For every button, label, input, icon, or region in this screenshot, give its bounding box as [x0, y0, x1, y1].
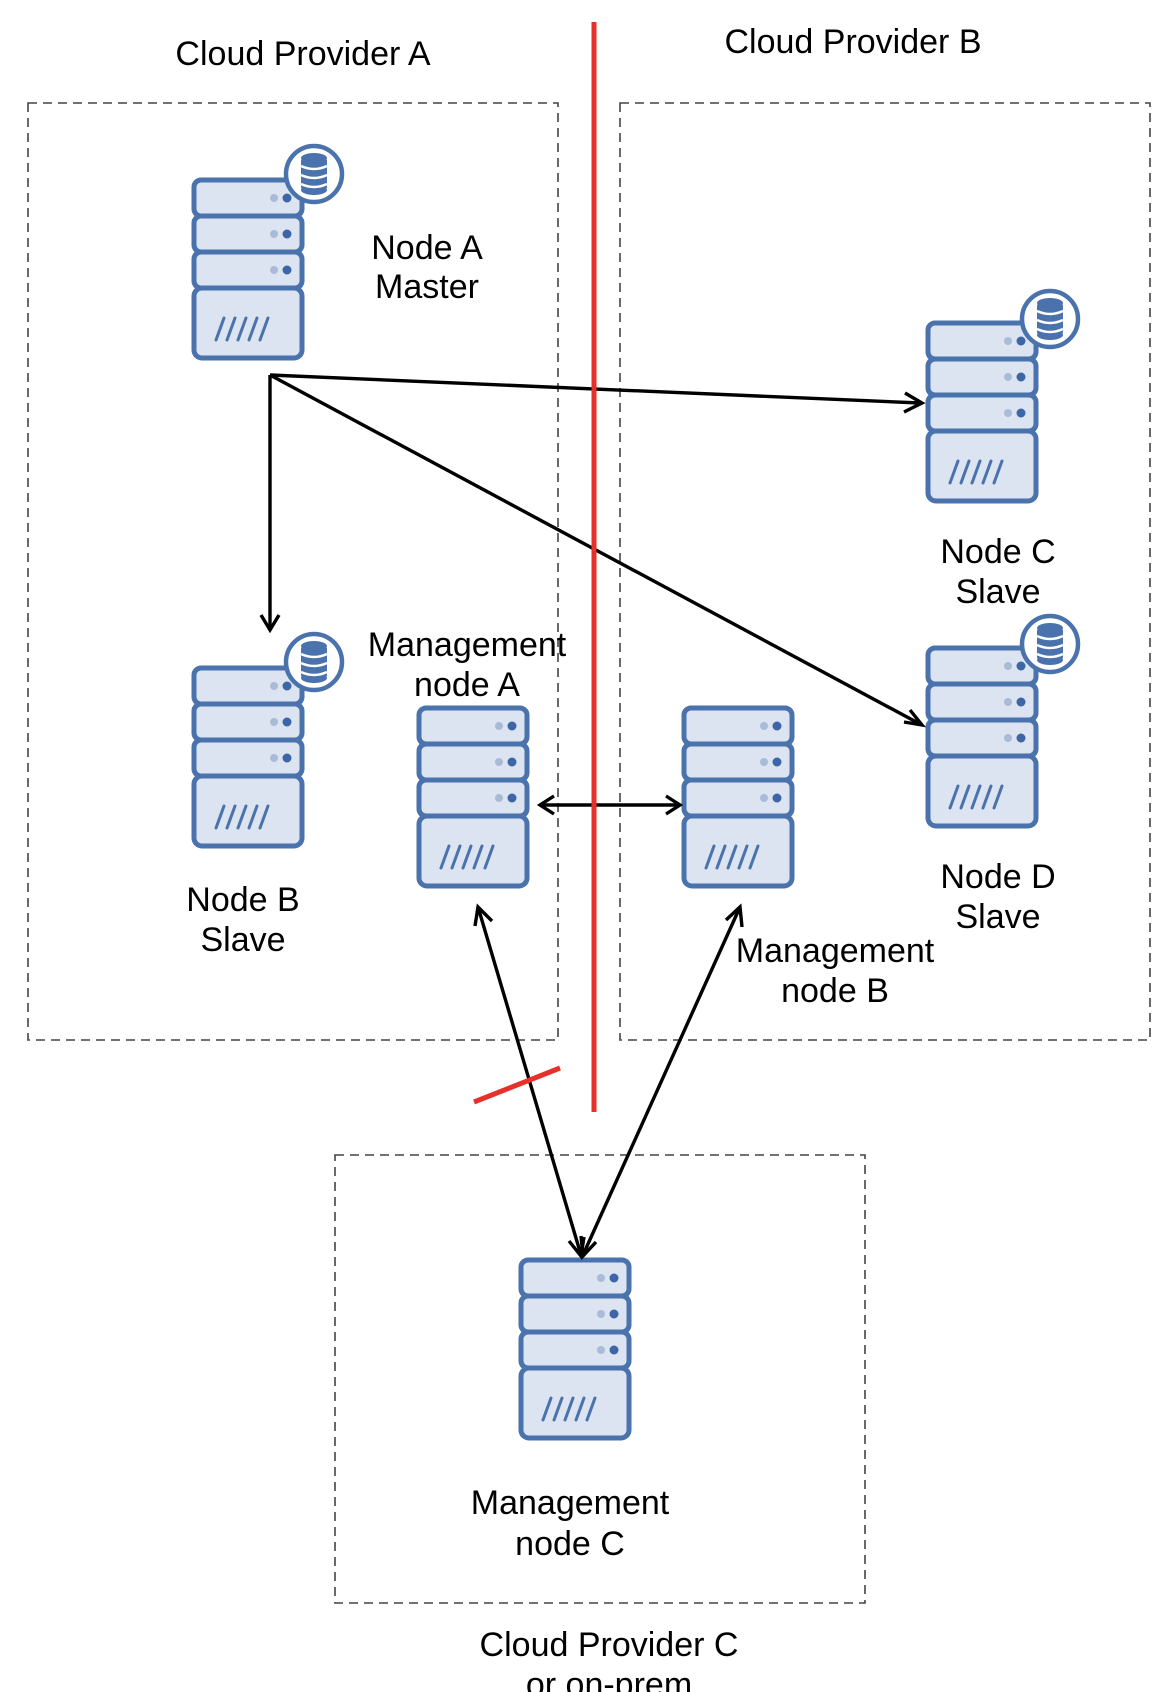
region-label-provider-c-sub: or on-prem: [526, 1666, 692, 1692]
node-a-name: Node A: [371, 229, 483, 267]
node-b-database-icon: [286, 634, 342, 690]
mgmt-a-label-line1: Management: [368, 626, 567, 664]
mgmt-c-label-line2: node C: [515, 1525, 625, 1563]
region-box-provider-b: [619, 102, 1151, 1041]
arrowhead-mgmt-a-up: [473, 903, 494, 927]
region-label-provider-a: Cloud Provider A: [175, 35, 430, 73]
mgmt-c-label-line1: Management: [471, 1484, 670, 1522]
region-label-provider-b: Cloud Provider B: [724, 23, 981, 61]
region-label-provider-c: Cloud Provider C: [480, 1626, 739, 1664]
node-b-name: Node B: [186, 881, 299, 919]
mgmt-a-label-line2: node A: [414, 666, 520, 704]
arrowhead-node-b: [259, 614, 281, 634]
mgmt-a-server-icon: [419, 708, 527, 886]
node-d-role: Slave: [955, 898, 1040, 936]
arrowhead-node-d: [903, 708, 927, 728]
mgmt-b-label-line1: Management: [736, 932, 935, 970]
node-c-server-icon: [928, 323, 1036, 501]
node-a-database-icon: [286, 146, 342, 202]
arrowhead-mgmt-b: [665, 794, 684, 816]
node-c-database-icon: [1022, 291, 1078, 347]
arrowhead-mgmt-a: [536, 794, 555, 816]
node-d-name: Node D: [940, 858, 1055, 896]
node-d-server-icon: [928, 648, 1036, 826]
link-mgmt-b-mgmt-c: [581, 906, 742, 1256]
node-a-role: Master: [375, 268, 479, 306]
node-c-name: Node C: [940, 533, 1055, 571]
node-d-database-icon: [1022, 616, 1078, 672]
arrowhead-node-c: [903, 391, 926, 414]
mgmt-c-server-icon: [521, 1260, 629, 1438]
node-b-server-icon: [194, 668, 302, 846]
arrowhead-mgmt-b-up: [724, 903, 744, 928]
region-box-provider-c: [334, 1154, 866, 1604]
node-c-role: Slave: [955, 573, 1040, 611]
mgmt-b-server-icon: [684, 708, 792, 886]
mgmt-b-label-line2: node B: [781, 972, 889, 1010]
node-a-server-icon: [194, 180, 302, 358]
broken-link-marker: [473, 1065, 561, 1105]
region-box-provider-a: [27, 102, 559, 1041]
arrowhead-mgmt-c-right: [579, 1235, 598, 1260]
node-b-role: Slave: [200, 921, 285, 959]
